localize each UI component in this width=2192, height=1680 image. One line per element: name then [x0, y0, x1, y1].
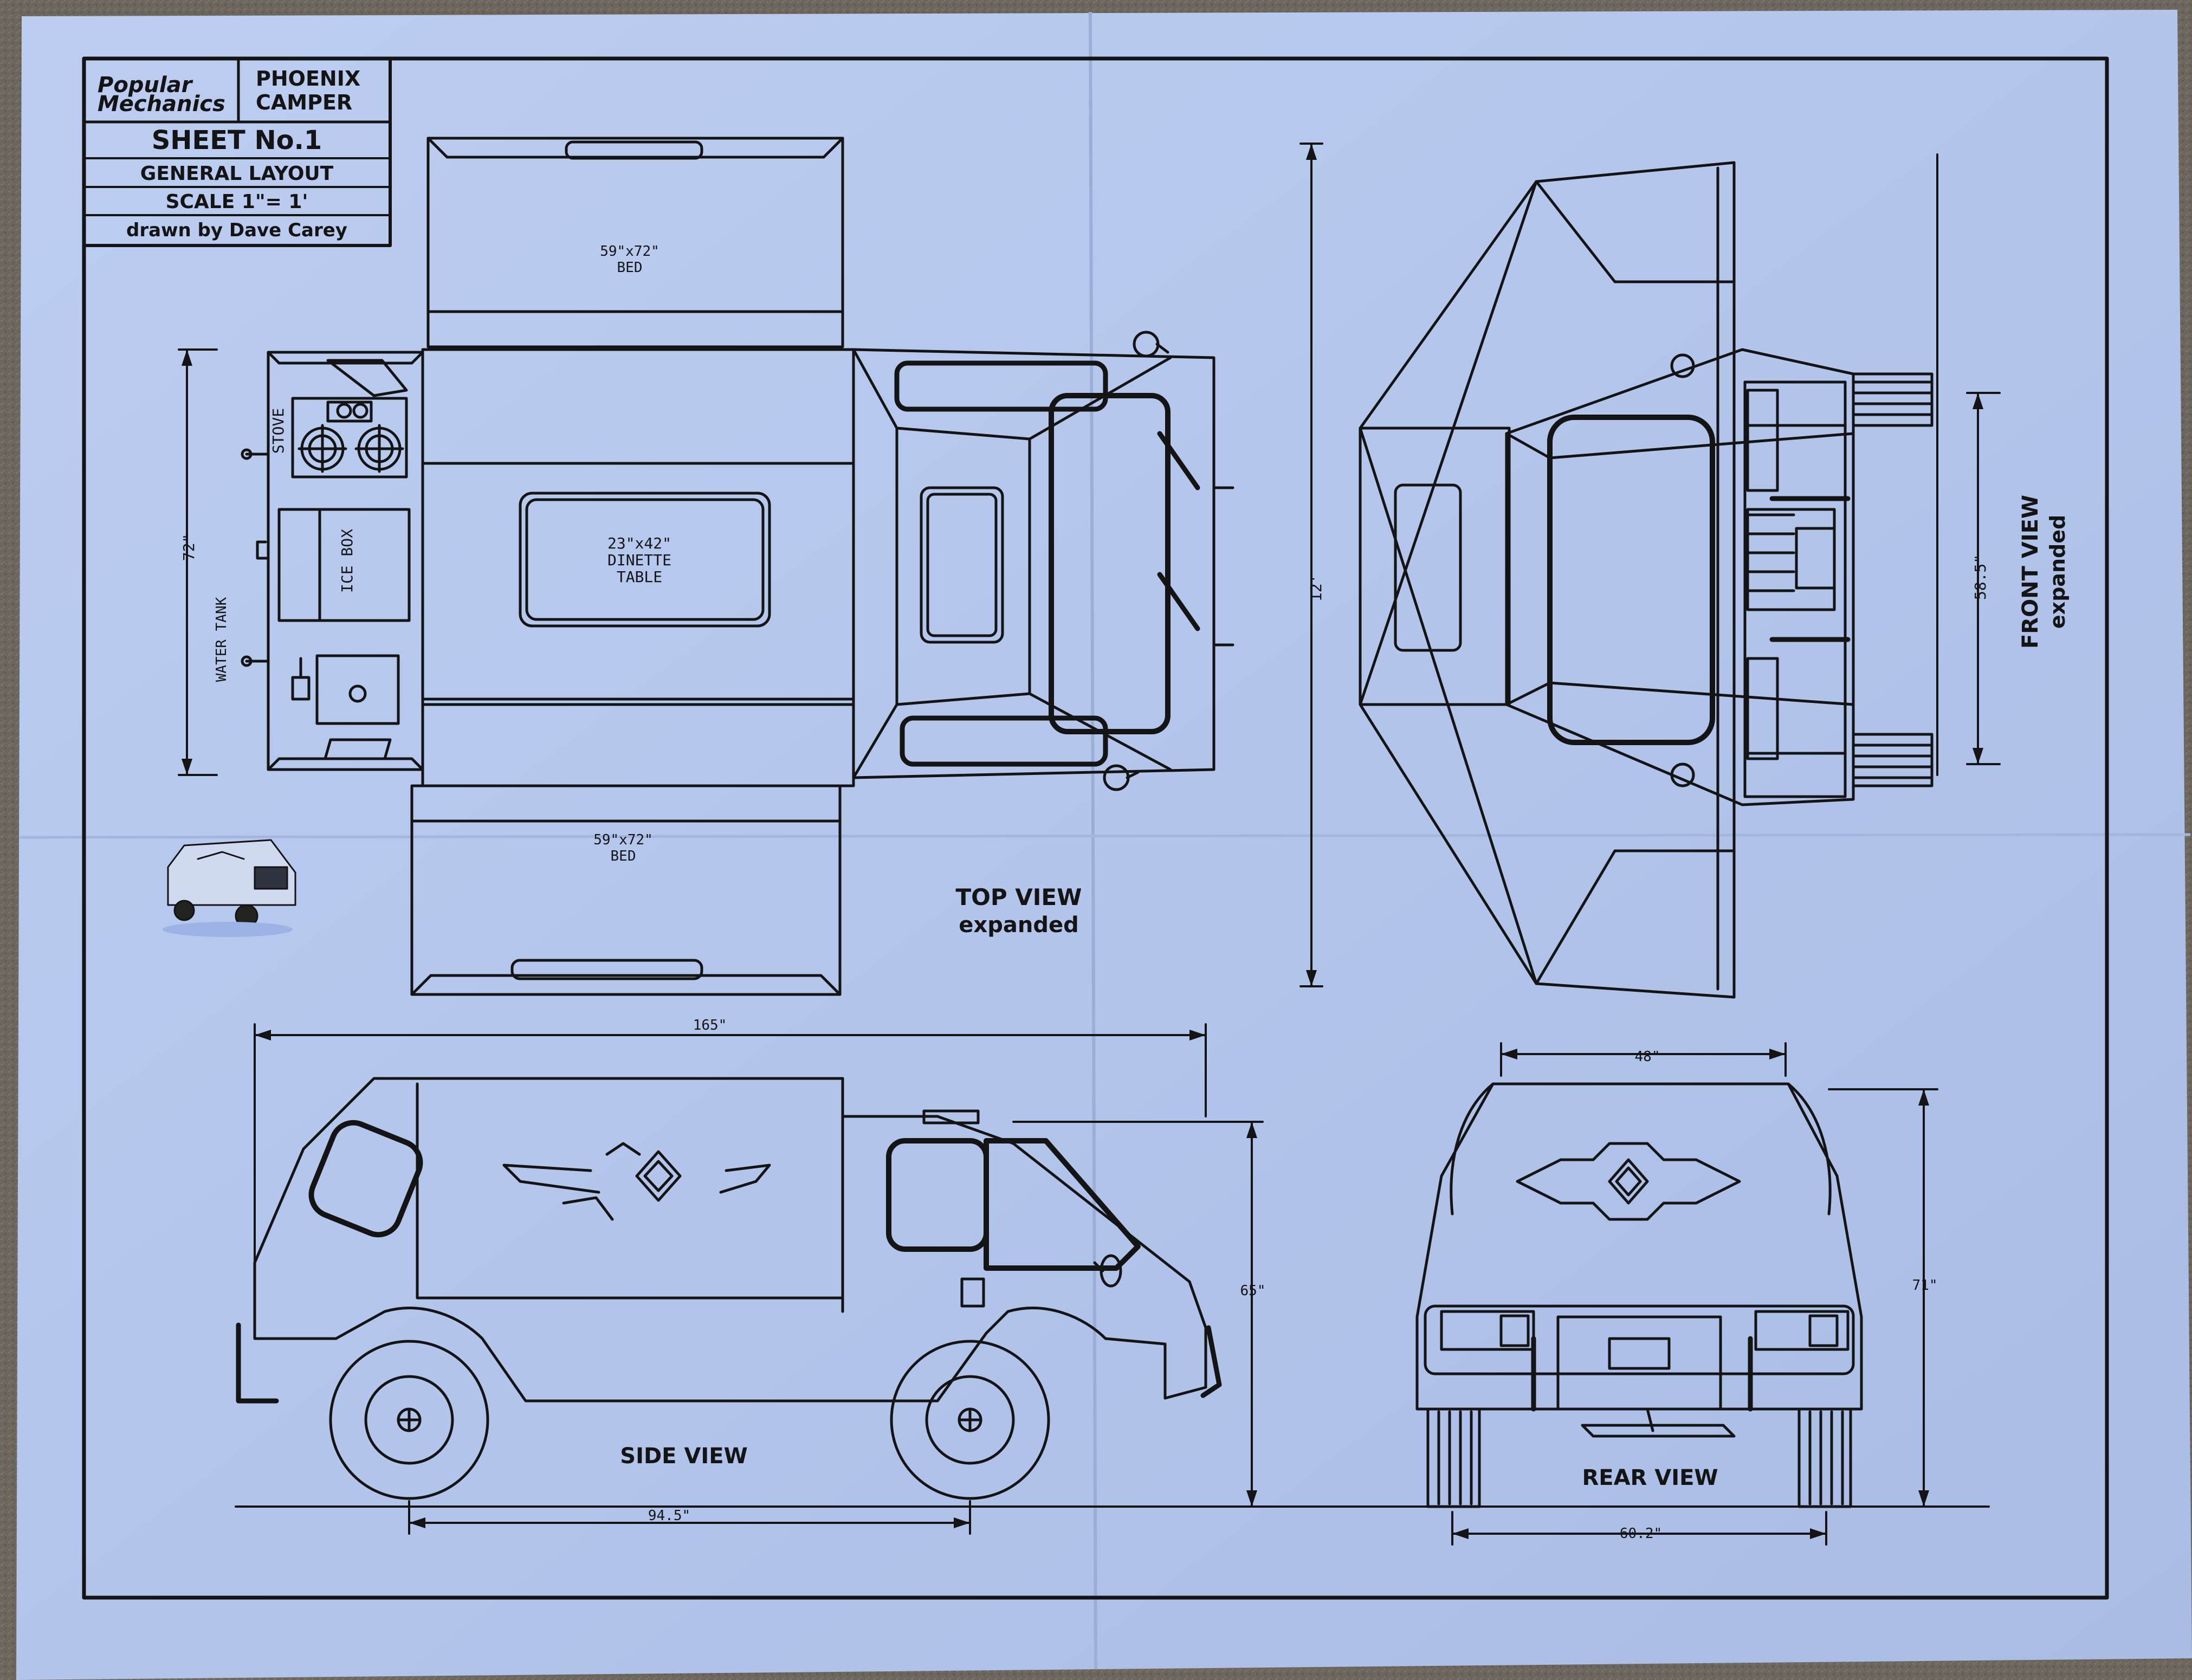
sheet-scale: SCALE 1"= 1' — [166, 191, 308, 213]
bed-top-name: BED — [617, 260, 643, 276]
front-view-drawing — [1359, 161, 1934, 999]
front-view-sublabel: expanded — [2046, 515, 2070, 629]
camper-thumbnail — [163, 839, 296, 937]
dim-front-height: 12' — [1307, 574, 1325, 602]
project-line-1: PHOENIX — [256, 67, 360, 91]
arrowheads — [182, 144, 1983, 1539]
bed-top-size: 59"x72" — [600, 243, 659, 260]
bed-bottom-name: BED — [611, 848, 636, 864]
rear-view-label: REAR VIEW — [1582, 1465, 1718, 1490]
water-tank-label: WATER TANK — [214, 597, 230, 682]
dim-side-height: 65" — [1240, 1283, 1266, 1299]
dim-rear-height: 71" — [1912, 1277, 1938, 1294]
dim-side-length: 165" — [693, 1017, 727, 1033]
dim-rear-top-width: 48" — [1635, 1049, 1660, 1065]
dim-rear-track: 60.2" — [1620, 1526, 1662, 1542]
publisher-line-1: Popular — [98, 73, 193, 98]
paper — [16, 10, 2192, 1680]
table-name: DINETTE — [607, 551, 671, 569]
sheet-number: SHEET No.1 — [152, 125, 322, 156]
sheet-border — [82, 56, 2109, 1600]
dim-top-width: 72" — [180, 534, 198, 561]
top-view-drawing — [241, 137, 1234, 996]
top-view-sublabel: expanded — [959, 913, 1078, 938]
top-view-label: TOP VIEW — [956, 884, 1082, 910]
stove-label: STOVE — [269, 408, 287, 454]
rear-view-drawing — [1415, 1082, 1863, 1508]
dim-front-width: 58.5" — [1971, 554, 1989, 600]
vertical-fold — [1089, 11, 1097, 1670]
table-name-2: TABLE — [617, 568, 662, 586]
horizontal-fold — [19, 833, 2191, 839]
front-view-label: FRONT VIEW — [2018, 495, 2043, 649]
table-size: 23"x42" — [607, 534, 671, 552]
dim-wheelbase: 94.5" — [648, 1508, 690, 1524]
dimension-lines — [178, 143, 2001, 1546]
sheet-subtitle: GENERAL LAYOUT — [140, 163, 334, 185]
sheet-author: drawn by Dave Carey — [126, 219, 347, 241]
project-line-2: CAMPER — [256, 91, 352, 114]
side-view-drawing — [236, 1077, 1222, 1500]
ice-box-label: ICE BOX — [338, 529, 356, 593]
publisher-line-2: Mechanics — [98, 92, 225, 117]
side-view-label: SIDE VIEW — [620, 1444, 747, 1469]
title-block — [82, 57, 392, 247]
bed-bottom-size: 59"x72" — [593, 832, 653, 848]
